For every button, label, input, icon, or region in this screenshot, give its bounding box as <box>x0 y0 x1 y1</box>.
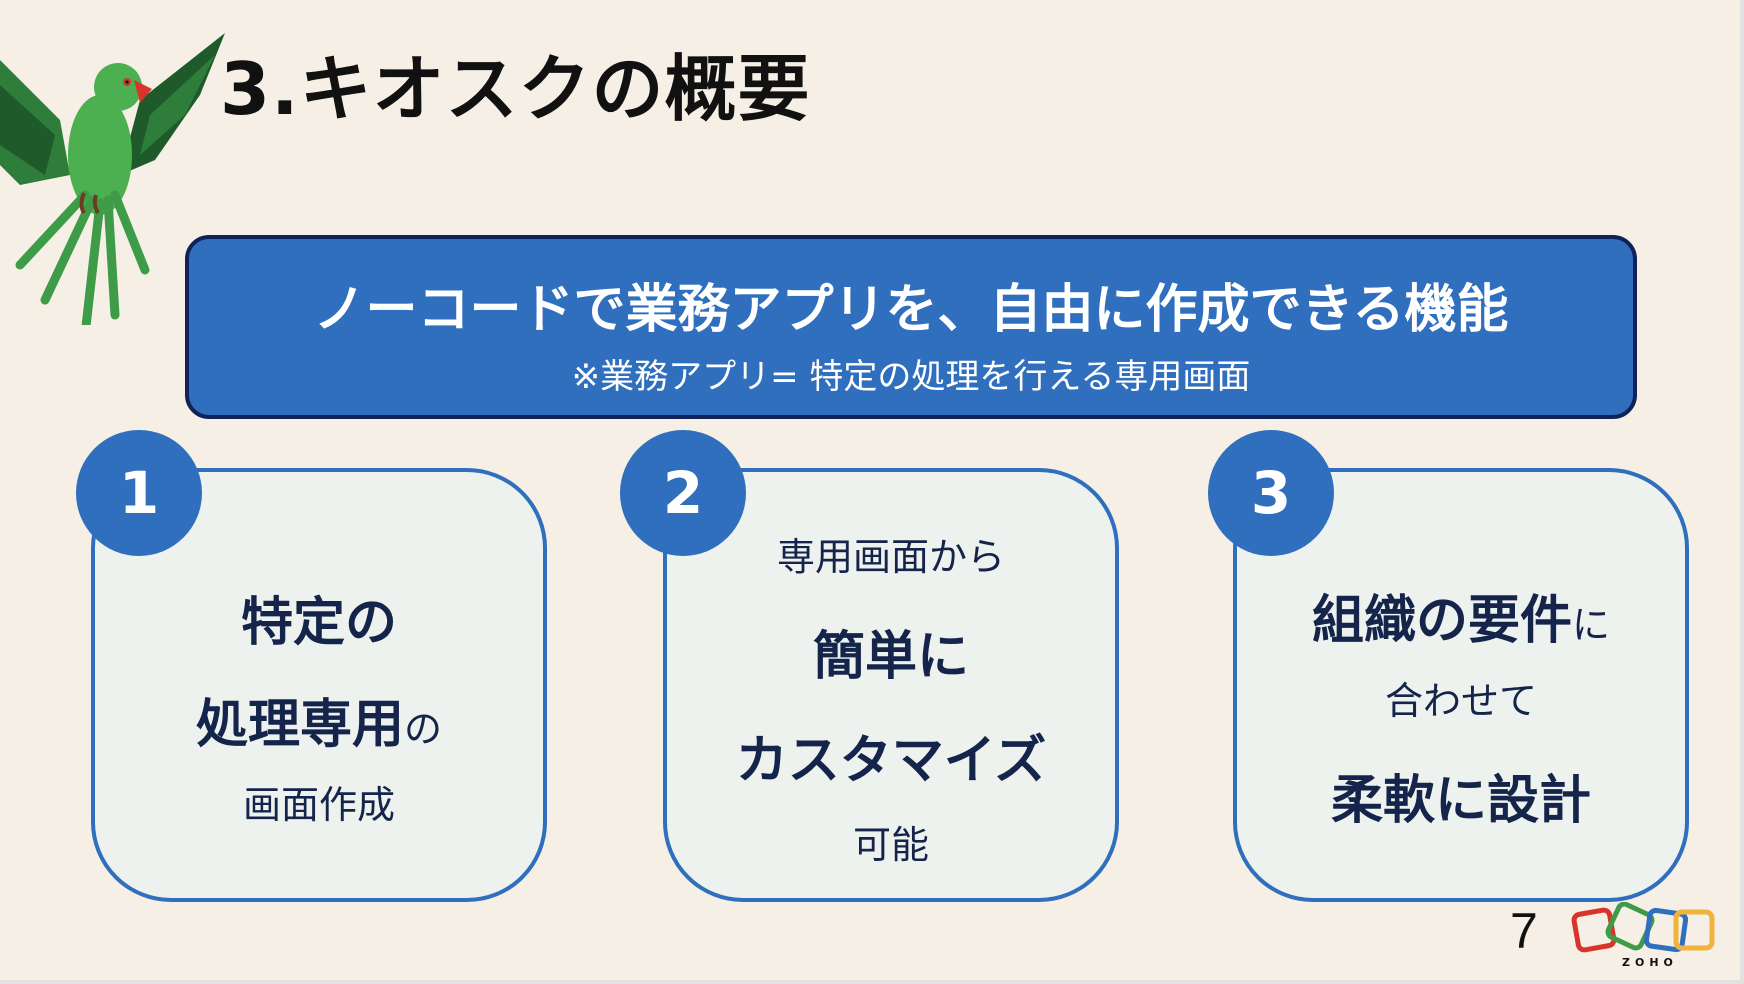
card-text-regular: に <box>1572 603 1611 647</box>
zoho-logo: ZOHO <box>1571 902 1715 969</box>
banner-note: ※業務アプリ= 特定の処理を行える専用画面 <box>571 357 1251 397</box>
summary-banner: ノーコードで業務アプリを、自由に作成できる機能 ※業務アプリ= 特定の処理を行え… <box>185 235 1637 419</box>
card-text: 画面作成 <box>242 783 395 827</box>
page-number: 7 <box>1510 903 1538 959</box>
svg-text:ZOHO: ZOHO <box>1622 956 1678 969</box>
banner-headline: ノーコードで業務アプリを、自由に作成できる機能 <box>313 280 1509 340</box>
card-text: 特定の <box>240 593 397 653</box>
card-text: 柔軟に設計 <box>1330 771 1591 831</box>
slide-title: 3.キオスクの概要 <box>220 47 811 131</box>
feature-card-3: 組織の要件に 合わせて 柔軟に設計 <box>1233 468 1689 902</box>
card-text: 専用画面から <box>776 535 1005 579</box>
number-badge-3: 3 <box>1208 430 1334 556</box>
card-text: 組織の要件に <box>1237 578 1685 653</box>
card-text: 処理専用の <box>95 682 543 757</box>
card-text: カスタマイズ <box>735 731 1047 791</box>
card-text-bold: 処理専用 <box>195 695 404 755</box>
card-text: 簡単に <box>812 627 969 687</box>
card-text-bold: 組織の要件 <box>1311 591 1572 651</box>
parrot-illustration <box>0 33 225 325</box>
card-text-regular: の <box>404 707 443 751</box>
feature-card-2: 専用画面から 簡単に カスタマイズ 可能 <box>663 468 1119 902</box>
slide-edge <box>1740 0 1744 984</box>
card-text: 可能 <box>852 823 929 867</box>
slide-edge <box>0 980 1744 984</box>
number-badge-2: 2 <box>620 430 746 556</box>
number-badge-1: 1 <box>76 430 202 556</box>
card-text: 合わせて <box>1384 679 1537 723</box>
